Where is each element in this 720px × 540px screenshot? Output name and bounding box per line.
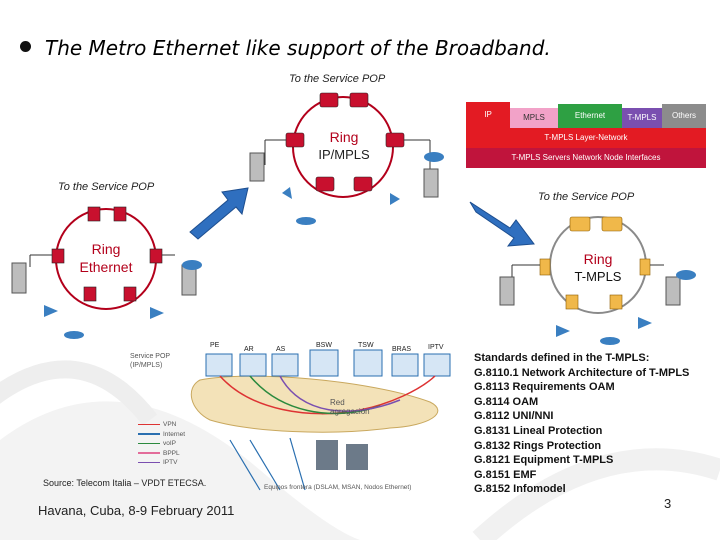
stack-layer-ethernet: Ethernet (558, 104, 622, 128)
legend-label: BPPL (163, 449, 180, 457)
standards-heading: Standards defined in the T-MPLS: (474, 352, 650, 364)
service-pop-line2: (IP/MPLS) (130, 362, 163, 369)
service-pop-line1: Service POP (130, 353, 171, 360)
ring-ethernet-diagram (11, 206, 202, 339)
bottom-top-label-ar: AR (244, 346, 254, 353)
stack-layer-ip: IP (466, 102, 510, 128)
legend-row: voIP (138, 439, 185, 449)
standards-item: G.8114 OAM (474, 395, 539, 408)
footer-text: Havana, Cuba, 8-9 February 2011 (38, 503, 235, 518)
standards-item: G.8110.1 Network Architecture of T-MPLS (474, 366, 690, 379)
standards-item: G.8112 UNI/NNI (474, 410, 554, 423)
ring-tmpls-line2: T-MPLS (574, 269, 622, 284)
service-legend: VPN Internet voIP BPPL IPTV (138, 420, 185, 468)
standards-item: G.8113 Requirements OAM (474, 381, 615, 394)
page-number: 3 (664, 496, 672, 511)
stack-layer-tmpls: T-MPLS (622, 108, 662, 128)
stack-layer-network: T-MPLS Layer-Network (466, 128, 706, 148)
ring-ipmpls-line2: IP/MPLS (318, 147, 370, 162)
arrow-center-to-right (469, 201, 535, 247)
ring-ipmpls-diagram (249, 92, 444, 225)
standards-list: Standards defined in the T-MPLS: G.8110.… (474, 351, 689, 497)
legend-label: VPN (163, 421, 177, 428)
bottom-top-label-iptv: IPTV (428, 344, 444, 351)
legend-row: Internet (138, 430, 185, 440)
ring-ipmpls-line1: Ring (329, 129, 359, 145)
ring-tmpls-line1: Ring (583, 251, 613, 267)
bottom-top-label-as: AS (276, 346, 286, 353)
bottom-top-label-tsw: TSW (358, 342, 374, 349)
stack-layer-mpls: MPLS (510, 108, 558, 128)
slide-title: The Metro Ethernet like support of the B… (20, 36, 551, 60)
aggregation-network-diagram: PE AR AS BSW TSW BRAS IPTV Service POP (… (130, 340, 470, 500)
ring-tmpls-label: Ring T-MPLS (558, 250, 638, 286)
legend-label: IPTV (163, 459, 178, 466)
standards-item: G.8121 Equipment T-MPLS (474, 454, 614, 467)
ring-ipmpls-label: Ring IP/MPLS (304, 128, 384, 164)
standards-item: G.8131 Lineal Protection (474, 424, 603, 437)
edge-equipment-label: Equipos frontera (DSLAM, MSAN, Nodos Eth… (264, 484, 412, 491)
bottom-top-label-pe: PE (210, 342, 220, 349)
stack-servers: T-MPLS Servers Network Node Interfaces (466, 148, 706, 168)
ring-ethernet-label: Ring Ethernet (66, 240, 146, 276)
slide-title-text: The Metro Ethernet like support of the B… (45, 36, 551, 60)
cloud-line2: agregación (330, 407, 370, 416)
ring-tmpls-diagram (499, 216, 696, 345)
standards-item: G.8132 Rings Protection (474, 439, 602, 452)
bottom-top-label-bsw: BSW (316, 342, 332, 349)
legend-row: IPTV (138, 458, 185, 468)
service-pop-label: Service POP (IP/MPLS) (130, 352, 170, 370)
tmpls-protocol-stack: IP MPLS Ethernet T-MPLS Others T-MPLS La… (466, 98, 710, 170)
bullet-icon (20, 41, 31, 52)
aggregation-network-graphic (190, 349, 451, 491)
standards-item: G.8152 Infomodel (474, 483, 566, 496)
switch-node-icon (51, 206, 163, 302)
pop-label-left: To the Service POP (58, 181, 155, 193)
tmpls-node-icon (539, 216, 651, 310)
ring-ethernet-line2: Ethernet (79, 259, 133, 275)
pop-label-right: To the Service POP (538, 191, 635, 203)
legend-label: Internet (163, 430, 186, 438)
source-note: Source: Telecom Italia – VPDT ETECSA. (43, 478, 207, 488)
legend-row: VPN (138, 420, 185, 430)
standards-item: G.8151 EMF (474, 468, 537, 481)
pop-label-top: To the Service POP (289, 73, 386, 85)
bottom-top-label-bras: BRAS (392, 346, 412, 353)
legend-label: voIP (163, 440, 177, 447)
legend-row: BPPL (138, 449, 185, 459)
cloud-line1: Red (330, 398, 345, 407)
arrow-left-to-center (189, 187, 249, 240)
ring-ethernet-line1: Ring (91, 241, 121, 257)
aggregation-cloud-label: Red agregación (330, 398, 370, 416)
stack-layer-others: Others (662, 104, 706, 128)
